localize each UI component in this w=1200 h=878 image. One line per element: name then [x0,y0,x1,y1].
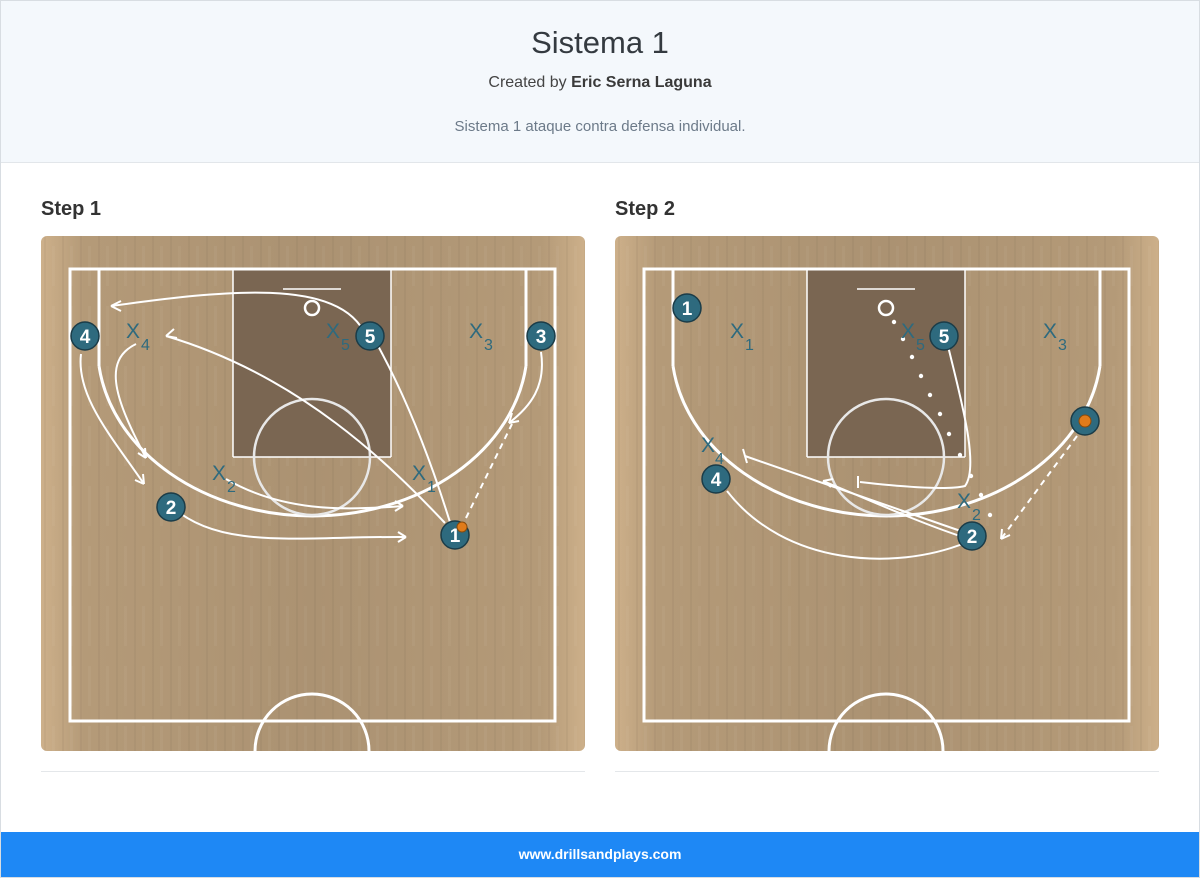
author-line: Created by Eric Serna Laguna [1,74,1199,92]
player-4: 4 [70,321,100,351]
svg-text:2: 2 [227,479,236,496]
center-circle [253,692,371,751]
page-title: Sistema 1 [531,25,669,60]
svg-text:X: X [126,320,140,343]
player-5: 5 [355,321,385,351]
svg-text:2: 2 [166,498,177,519]
cut-line-5 [859,345,972,490]
cut-line-5 [110,291,367,337]
step-2-divider [615,771,1159,772]
cut-line-2 [170,505,407,540]
svg-text:X: X [730,320,744,343]
svg-text:X: X [957,490,971,513]
court-boundary [642,267,1131,723]
movement-lines [726,345,1078,560]
cut-line-3 [508,351,543,424]
court-lines [642,267,1131,751]
defender-x4: X4 [126,320,150,354]
svg-text:X: X [701,434,715,457]
svg-text:X: X [901,320,915,343]
basket-hoop [303,299,321,317]
svg-text:2: 2 [972,507,981,524]
defenders: X4 X5 X3 X2 X1 [126,320,493,496]
defender-x5: X5 [326,320,350,354]
cut-line-4b [114,343,147,459]
play-description: Sistema 1 ataque contra defensa individu… [454,118,746,135]
cut-line-4 [726,490,966,560]
cut-line-1 [165,335,446,524]
defender-x5: X5 [901,320,925,354]
offensive-players: 4 2 5 3 1 [70,321,556,550]
svg-text:X: X [469,320,483,343]
svg-text:1: 1 [450,526,461,547]
created-by-label: Created by [488,74,572,91]
free-throw-circle [252,397,372,517]
svg-text:X: X [326,320,340,343]
svg-text:X: X [412,462,426,485]
ball-icon [456,521,468,533]
svg-text:4: 4 [711,470,722,491]
movement-lines [79,291,543,543]
player-1: 1 [672,293,702,323]
defender-x1: X1 [730,320,754,354]
defender-x4: X4 [701,434,724,468]
defender-x3: X3 [1043,320,1067,354]
ball-icon [1078,414,1092,428]
defender-x2: X2 [212,462,236,496]
player-2: 2 [957,521,987,551]
svg-text:1: 1 [682,299,693,320]
svg-text:5: 5 [365,327,376,348]
svg-text:4: 4 [715,451,724,468]
step-1-title: Step 1 [41,198,102,220]
court-lines [68,267,557,751]
dribble-path [891,319,993,518]
page-header: Sistema 1 Created by Eric Serna Laguna S… [1,1,1199,163]
offensive-players: 1 5 4 2 [672,293,1100,551]
svg-text:5: 5 [341,337,350,354]
svg-text:2: 2 [967,527,978,548]
svg-text:5: 5 [916,337,925,354]
cut-line-5b [376,343,454,533]
svg-text:1: 1 [745,337,754,354]
svg-text:3: 3 [484,337,493,354]
player-with-ball [1070,406,1100,436]
center-circle [827,692,945,751]
svg-text:1: 1 [427,479,436,496]
author-name: Eric Serna Laguna [571,74,712,91]
cut-line-2 [822,480,961,537]
svg-text:4: 4 [80,327,91,348]
svg-text:3: 3 [1058,337,1067,354]
defenders: X1 X5 X3 X4 X2 [701,320,1067,524]
defender-x3: X3 [469,320,493,354]
defender-x2: X2 [957,490,981,524]
step-2-title: Step 2 [615,198,676,220]
svg-text:4: 4 [141,337,150,354]
page-footer: www.drillsandplays.com [1,832,1199,877]
cut-line-x2 [225,478,404,510]
svg-text:X: X [212,462,226,485]
player-5: 5 [929,321,959,351]
cut-line-4a [79,353,145,485]
svg-text:3: 3 [536,327,547,348]
court-boundary [68,267,557,723]
svg-text:5: 5 [939,327,950,348]
player-2: 2 [156,492,186,522]
svg-text:X: X [1043,320,1057,343]
defender-x1: X1 [412,462,436,496]
paint-area [807,269,965,457]
player-4: 4 [701,464,731,494]
basket-hoop [877,299,895,317]
free-throw-circle [826,397,946,517]
player-3: 3 [526,321,556,351]
site-link[interactable]: www.drillsandplays.com [518,846,682,862]
step-1-divider [41,771,585,772]
